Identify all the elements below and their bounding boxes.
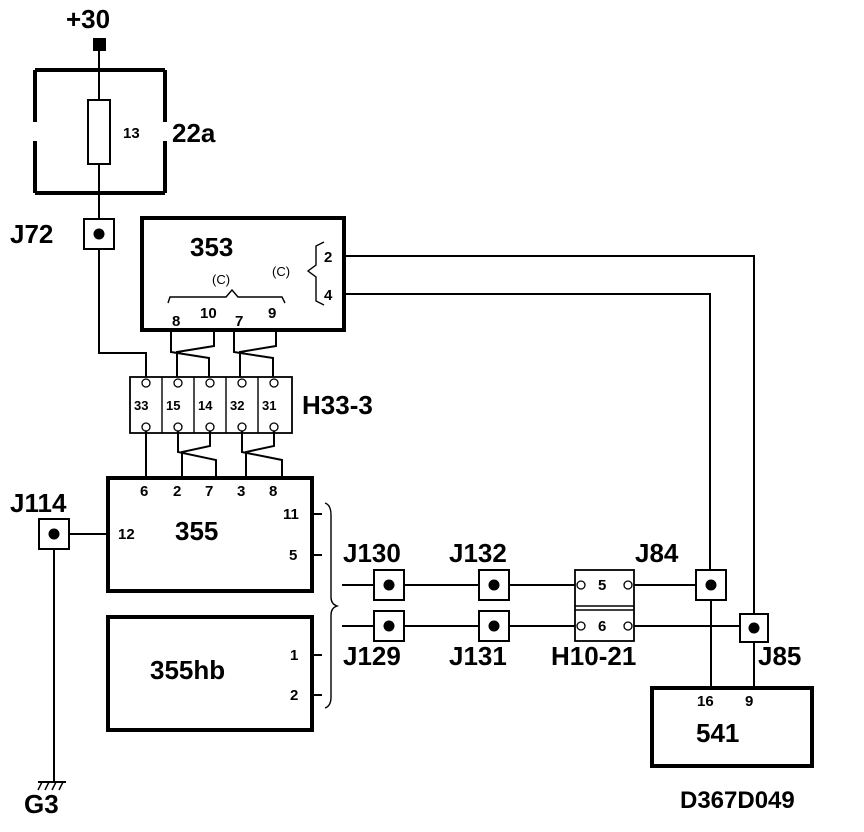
module-353-group-bottom: (C) [212,272,230,287]
module-355-pin-5: 5 [289,547,297,564]
module-541 [650,686,814,768]
connector-j85-label: J85 [758,641,801,671]
ground-label: G3 [24,789,59,819]
module-355-pin-6: 6 [140,483,148,500]
module-353-label: 353 [190,232,233,262]
connector-j85-node [748,622,760,634]
h33-pin-14: 14 [198,398,213,413]
connector-j72-node [93,228,105,240]
wire-j72-h33 [98,249,147,378]
module-355-label: 355 [175,516,218,546]
ground-symbol [37,781,66,791]
module-353-pin-7: 7 [235,313,243,330]
h10-pin-6: 6 [598,618,606,635]
h33-pin-32: 32 [230,398,244,413]
connector-j84-node [705,579,717,591]
module-353-pin-8: 8 [172,313,180,330]
supply-terminal [93,38,106,51]
module-353-brace-right [306,241,325,306]
h33-pin-15: 15 [166,398,180,413]
h33-pin-33: 33 [134,398,148,413]
module-355hb-pin-1: 1 [290,647,298,664]
h10-label: H10-21 [551,641,636,671]
fuse-element [87,99,111,165]
module-355hb [106,615,314,732]
module-355-pin-8: 8 [269,483,277,500]
wire-353-pin2-j85 [344,255,755,614]
connector-h10-21 [574,569,635,642]
connector-j131-label: J131 [449,641,507,671]
module-353-pin-4: 4 [324,287,333,304]
module-355hb-label: 355hb [150,655,225,685]
connector-j129-label: J129 [343,641,401,671]
module-355-pin-3: 3 [237,483,245,500]
connector-j130-node [383,579,395,591]
module-353-brace-bottom [167,288,286,304]
module-541-pin-16: 16 [697,693,714,710]
h33-label: H33-3 [302,390,373,420]
connector-j130-label: J130 [343,538,401,568]
connector-j72-label: J72 [10,219,53,249]
fuse-box-22a [33,68,167,195]
module-353 [140,216,346,332]
fuse-number: 13 [123,125,140,142]
module-355-pin-11: 11 [283,506,299,523]
connector-j129-node [383,620,395,632]
module-541-pin-9: 9 [745,693,753,710]
connector-j114-label: J114 [10,488,67,518]
wires-h33-355 [145,431,283,478]
module-353-group-right: (C) [272,264,290,279]
supply-label: +30 [66,4,110,34]
module-353-pin-2: 2 [324,249,332,266]
fuse-label: 22a [172,118,216,148]
module-355-pin-2: 2 [173,483,181,500]
module-355-pin-12: 12 [118,526,135,543]
module-355-pin-7: 7 [205,483,213,500]
wire-353-pin4-j84 [344,293,711,570]
connector-j131-node [488,620,500,632]
connector-j132-label: J132 [449,538,507,568]
drawing-id: D367D049 [680,787,795,814]
module-353-pin-10: 10 [200,305,217,322]
connector-h33-3 [129,376,293,434]
h33-pin-31: 31 [262,398,276,413]
wires-353-h33 [170,330,277,378]
connector-j132-node [488,579,500,591]
module-541-label: 541 [696,718,739,748]
module-355hb-pin-2: 2 [290,687,298,704]
connector-j84-label: J84 [635,538,679,568]
connector-j114-node [48,528,60,540]
module-353-pin-9: 9 [268,305,276,322]
output-group-brace [324,502,340,709]
h10-pin-5: 5 [598,577,606,594]
